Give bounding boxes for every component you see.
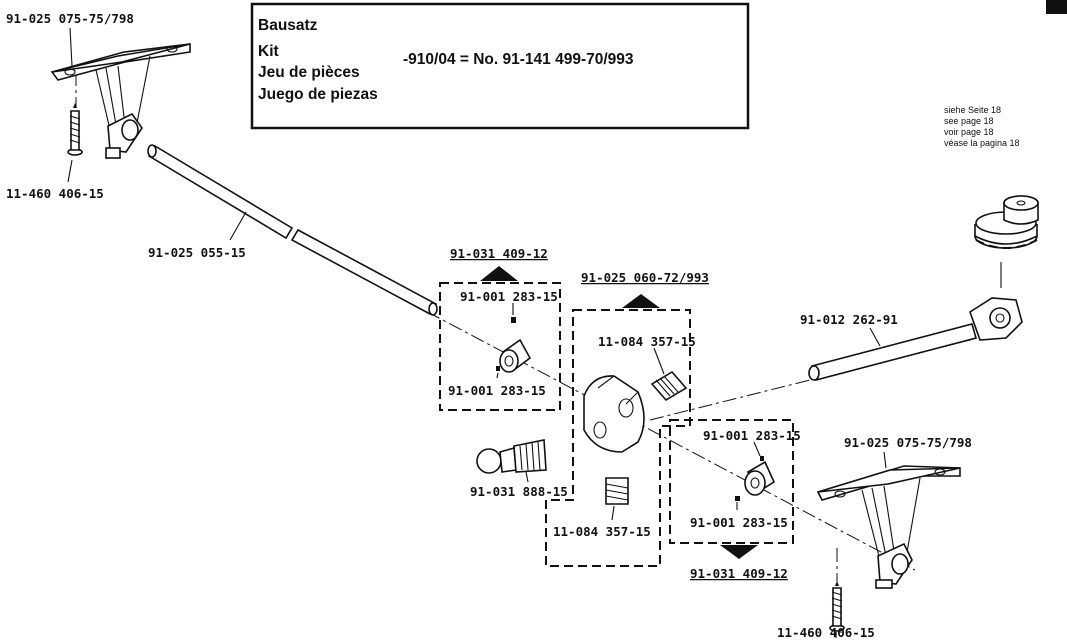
- label-bracket-top: 91-025 075-75/798: [6, 11, 134, 26]
- rod: [147, 144, 438, 316]
- arrow-down-ring-group-bottom: [720, 545, 758, 559]
- ring-group-top-box: [439, 282, 561, 411]
- see-page-fr: voir page 18: [944, 127, 994, 137]
- label-ball-stud: 91-031 888-15: [470, 484, 568, 499]
- wood-screw-top: [67, 103, 83, 156]
- kit-label-es: Juego de piezas: [258, 86, 378, 103]
- see-page-es: véase la pagina 18: [944, 138, 1020, 148]
- bracket-top: [50, 43, 191, 159]
- label-block-screw-bottom: 11-084 357-15: [553, 524, 651, 539]
- ball-stud: [476, 439, 547, 474]
- wood-screw-bottom: [829, 581, 845, 632]
- bracket-bottom: [816, 465, 961, 589]
- collar-ring-top: [496, 317, 532, 373]
- ring-group-bottom-box: [669, 419, 794, 544]
- label-ring-group-bottom: 91-031 409-12: [690, 566, 788, 581]
- kit-label-de: Bausatz: [258, 17, 318, 34]
- lever-tube: [808, 297, 1023, 381]
- label-block-screw-top: 11-084 357-15: [598, 334, 696, 349]
- kit-label-fr: Jeu de pièces: [258, 64, 360, 81]
- pulley: [974, 195, 1039, 249]
- label-screw-bottom: 11-460 406-15: [777, 625, 875, 640]
- set-screw-block-top: [650, 370, 688, 402]
- label-rod: 91-025 055-15: [148, 245, 246, 260]
- set-screw-block-bottom: [605, 477, 629, 505]
- kit-label-en: Kit: [258, 43, 279, 60]
- label-ring-top-screw-a: 91-001 283-15: [460, 289, 558, 304]
- arrow-up-block-group: [622, 294, 660, 308]
- label-ring-bottom-screw-a: 91-001 283-15: [703, 428, 801, 443]
- clamp-block: [583, 375, 645, 453]
- label-ring-bottom-screw-b: 91-001 283-15: [690, 515, 788, 530]
- collar-ring-bottom: [735, 456, 776, 501]
- see-page-de: siehe Seite 18: [944, 105, 1001, 115]
- leader-lines: [67, 27, 887, 638]
- label-block-group: 91-025 060-72/993: [581, 270, 709, 285]
- see-page-en: see page 18: [944, 116, 994, 126]
- label-ring-group-top: 91-031 409-12: [450, 246, 548, 261]
- label-bracket-bottom: 91-025 075-75/798: [844, 435, 972, 450]
- label-ring-top-screw-b: 91-001 283-15: [448, 383, 546, 398]
- kit-number: -910/04 = No. 91-141 499-70/993: [403, 51, 634, 68]
- see-page-note: siehe Seite 18 see page 18 voir page 18 …: [944, 105, 1020, 148]
- label-screw-top: 11-460 406-15: [6, 186, 104, 201]
- kit-box: Bausatz Kit Jeu de pièces Juego de pieza…: [250, 2, 750, 130]
- label-lever: 91-012 262-91: [800, 312, 898, 327]
- lever-axis: [649, 339, 971, 421]
- page-corner-tab: [1046, 0, 1067, 14]
- block-group-box: [545, 309, 691, 567]
- arrow-up-ring-group-top: [480, 266, 518, 281]
